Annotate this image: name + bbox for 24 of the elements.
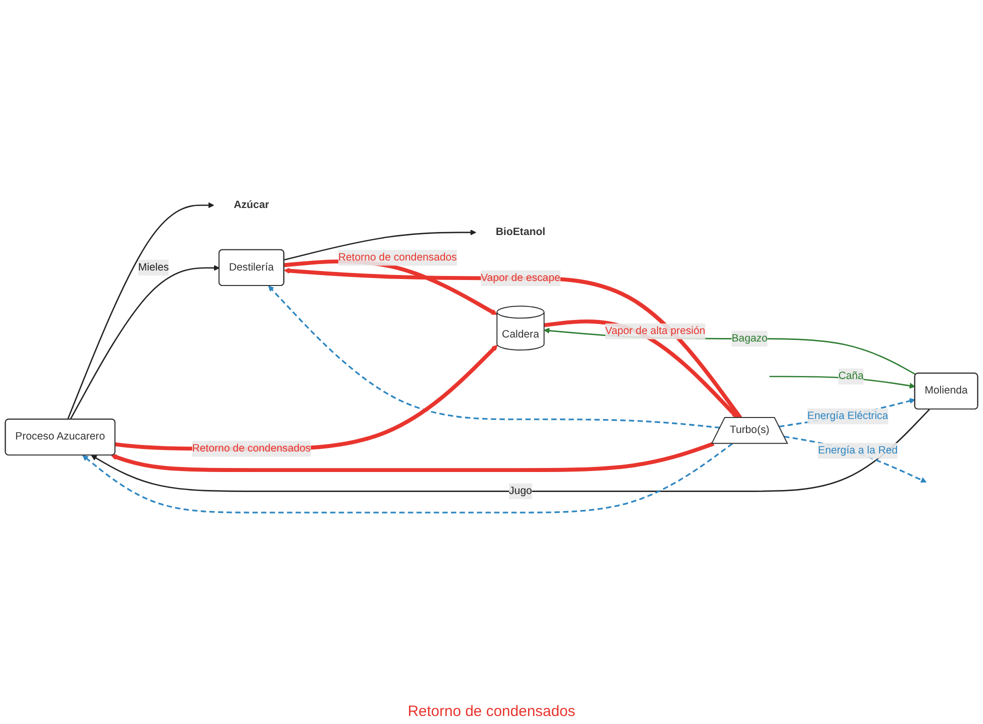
- arrow: [67, 202, 214, 420]
- edge-label: Energía Eléctrica: [807, 410, 888, 422]
- edge-label: Vapor de alta presión: [605, 324, 706, 336]
- arrow: [110, 441, 714, 472]
- arrow: [284, 229, 476, 260]
- edge-label: Bagazo: [732, 332, 768, 344]
- arrow: [284, 267, 742, 419]
- arrow: [70, 264, 220, 420]
- note-text: Retorno de condensados: [408, 703, 576, 720]
- edge-label: Energía a la Red: [818, 444, 898, 456]
- arrow: [779, 398, 916, 427]
- edge-label: Caña: [838, 370, 864, 382]
- edge-label: Retorno de condensados: [338, 251, 457, 263]
- node-text: BioEtanol: [496, 226, 546, 238]
- edge-label: Mieles: [138, 261, 169, 272]
- arrow: [268, 285, 720, 428]
- node-text: Azúcar: [234, 198, 270, 210]
- arrow: [91, 408, 930, 492]
- arrow: [544, 319, 738, 418]
- edge-label: Vapor de escape: [480, 272, 560, 284]
- edge-label: Retorno de condensados: [192, 442, 311, 454]
- arrow: [784, 435, 927, 482]
- arrow: [82, 442, 733, 513]
- edge-label: Jugo: [509, 484, 532, 496]
